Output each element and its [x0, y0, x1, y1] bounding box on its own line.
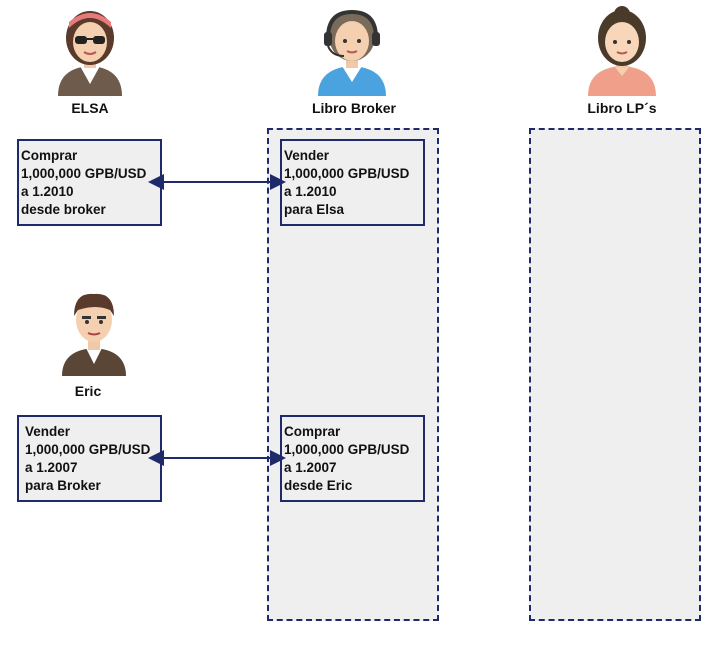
- lps-label: Libro LP´s: [587, 100, 657, 116]
- elsa-label: ELSA: [71, 100, 109, 116]
- trade-line: a 1.2007: [25, 460, 78, 475]
- trade-line: 1,000,000 GPB/USD: [21, 166, 147, 181]
- trade-line: 1,000,000 GPB/USD: [25, 442, 151, 457]
- trade-line: 1,000,000 GPB/USD: [284, 166, 410, 181]
- elsa-avatar-icon: [52, 6, 128, 96]
- eric-sell-order: Vender 1,000,000 GPB/USD a 1.2007 para B…: [17, 415, 162, 502]
- trade-line: a 1.2010: [284, 184, 337, 199]
- eric-avatar-icon: [56, 290, 132, 376]
- eric-label: Eric: [74, 383, 102, 399]
- trade-line: desde broker: [21, 202, 106, 217]
- trade-line: Comprar: [284, 424, 341, 439]
- trade-line: Vender: [25, 424, 71, 439]
- trade-line: desde Eric: [284, 478, 353, 493]
- trade-line: para Elsa: [284, 202, 345, 217]
- broker-avatar-icon: [314, 6, 390, 96]
- trade-line: 1,000,000 GPB/USD: [284, 442, 410, 457]
- broker-buy-order: Comprar 1,000,000 GPB/USD a 1.2007 desde…: [280, 415, 425, 502]
- trade-line: para Broker: [25, 478, 101, 493]
- lp-book-column: [529, 128, 701, 621]
- lps-avatar-icon: [584, 6, 660, 96]
- trade-line: a 1.2007: [284, 460, 337, 475]
- broker-label: Libro Broker: [311, 100, 396, 116]
- trade-line: Comprar: [21, 148, 78, 163]
- trade-line: Vender: [284, 148, 330, 163]
- trade-line: a 1.2010: [21, 184, 74, 199]
- broker-sell-order: Vender 1,000,000 GPB/USD a 1.2010 para E…: [280, 139, 425, 226]
- elsa-buy-order: Comprar 1,000,000 GPB/USD a 1.2010 desde…: [17, 139, 162, 226]
